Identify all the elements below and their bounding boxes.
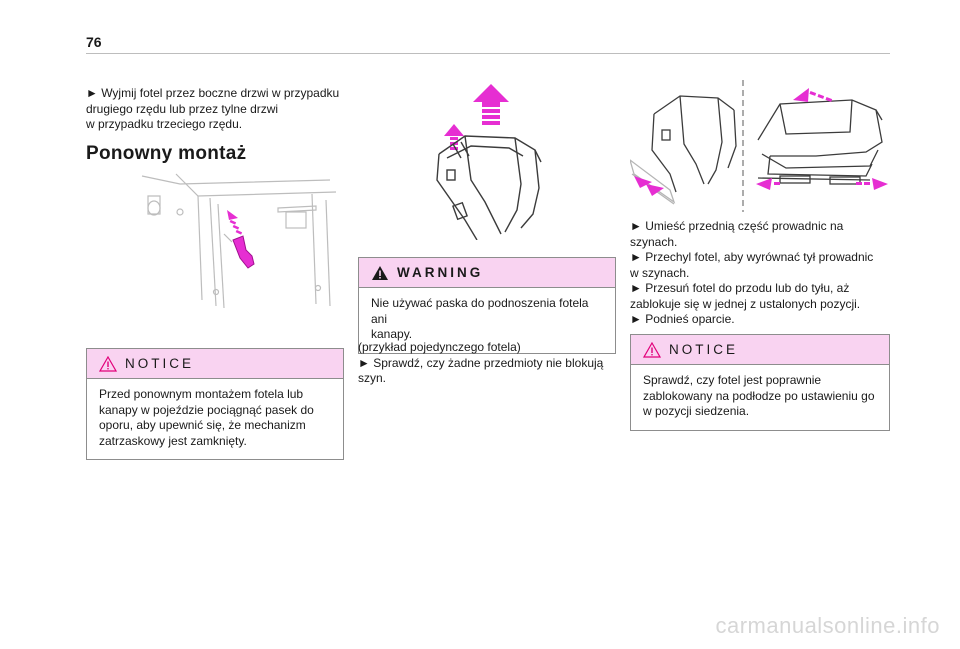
warning-triangle-icon <box>372 265 388 280</box>
page-number: 76 <box>86 34 102 50</box>
notice-body: Przed ponownym montażem fotela lub kanap… <box>99 387 314 448</box>
watermark-text: carmanualsonline.info <box>715 613 940 638</box>
notice-title: NOTICE <box>669 342 739 357</box>
notice-header: NOTICE <box>631 335 889 365</box>
example-caption: (przykład pojedynczego fotela) ► Sprawdź… <box>358 340 604 385</box>
header-divider <box>86 53 890 54</box>
seat-rail-illustration <box>630 80 888 212</box>
notice-triangle-icon <box>643 341 661 358</box>
notice-header: NOTICE <box>87 349 343 379</box>
seat-strap-illustration <box>141 173 337 309</box>
seat-lift-illustration <box>436 84 542 240</box>
section-heading: Ponowny montaż <box>86 143 247 164</box>
notice-body: Sprawdź, czy fotel jest poprawnie zablok… <box>643 373 875 418</box>
warning-header: WARNING <box>359 258 615 288</box>
notice-box-reassembly: NOTICE Przed ponownym montażem fotela lu… <box>86 348 344 460</box>
installation-steps: ► Umieść przednią część prowadnic na szy… <box>630 219 874 326</box>
notice-box-locking: NOTICE Sprawdź, czy fotel jest poprawnie… <box>630 334 890 431</box>
warning-title: WARNING <box>397 265 484 280</box>
notice-title: NOTICE <box>125 356 195 371</box>
warning-body: Nie używać paska do podnoszenia fotela a… <box>371 296 589 341</box>
intro-paragraph: ► Wyjmij fotel przez boczne drzwi w przy… <box>86 86 340 131</box>
warning-box: WARNING Nie używać paska do podnoszenia … <box>358 257 616 354</box>
notice-triangle-icon <box>99 355 117 372</box>
